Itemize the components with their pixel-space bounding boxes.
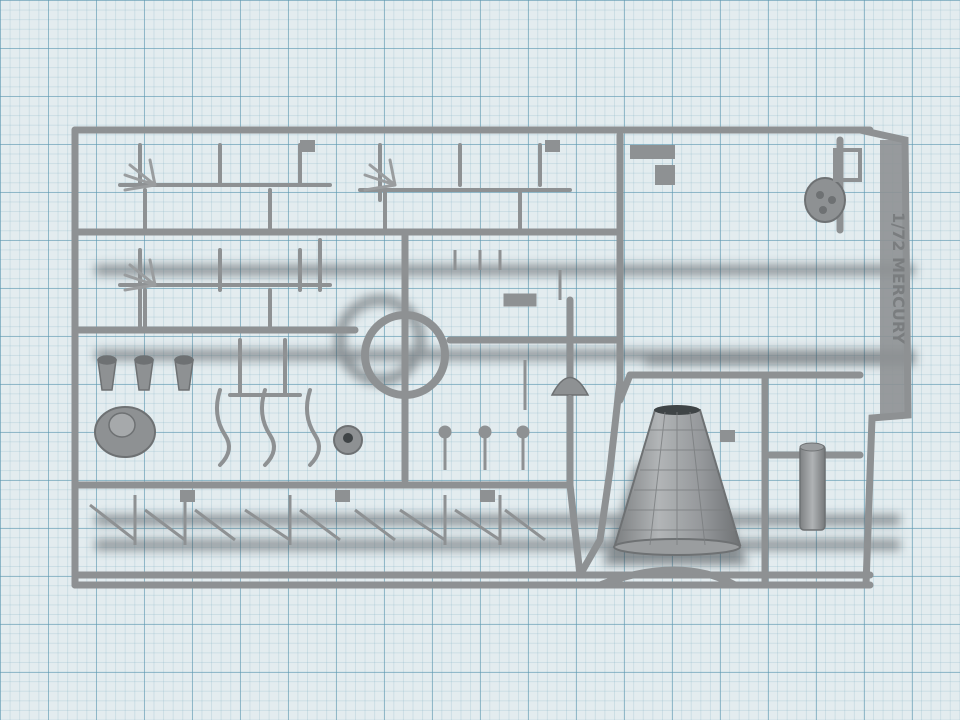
sprue-attachments [118, 143, 572, 332]
strut-parts [214, 338, 321, 467]
sprue-label-tab: 1/72 MERCURY [859, 126, 912, 586]
antenna-parts [89, 495, 546, 545]
small-figure-parts [438, 250, 562, 470]
disc-part [94, 406, 156, 458]
hatch-part [333, 425, 363, 455]
dome-part [550, 376, 590, 410]
retro-pack-part [804, 148, 862, 223]
cylinder-part [799, 442, 826, 531]
gate-tabs [180, 140, 735, 502]
capsule-cone-part [613, 405, 742, 556]
parachute-claw-parts [123, 158, 397, 292]
tube-parts [97, 355, 194, 391]
kit-scale-label: 1/72 MERCURY [889, 212, 908, 344]
